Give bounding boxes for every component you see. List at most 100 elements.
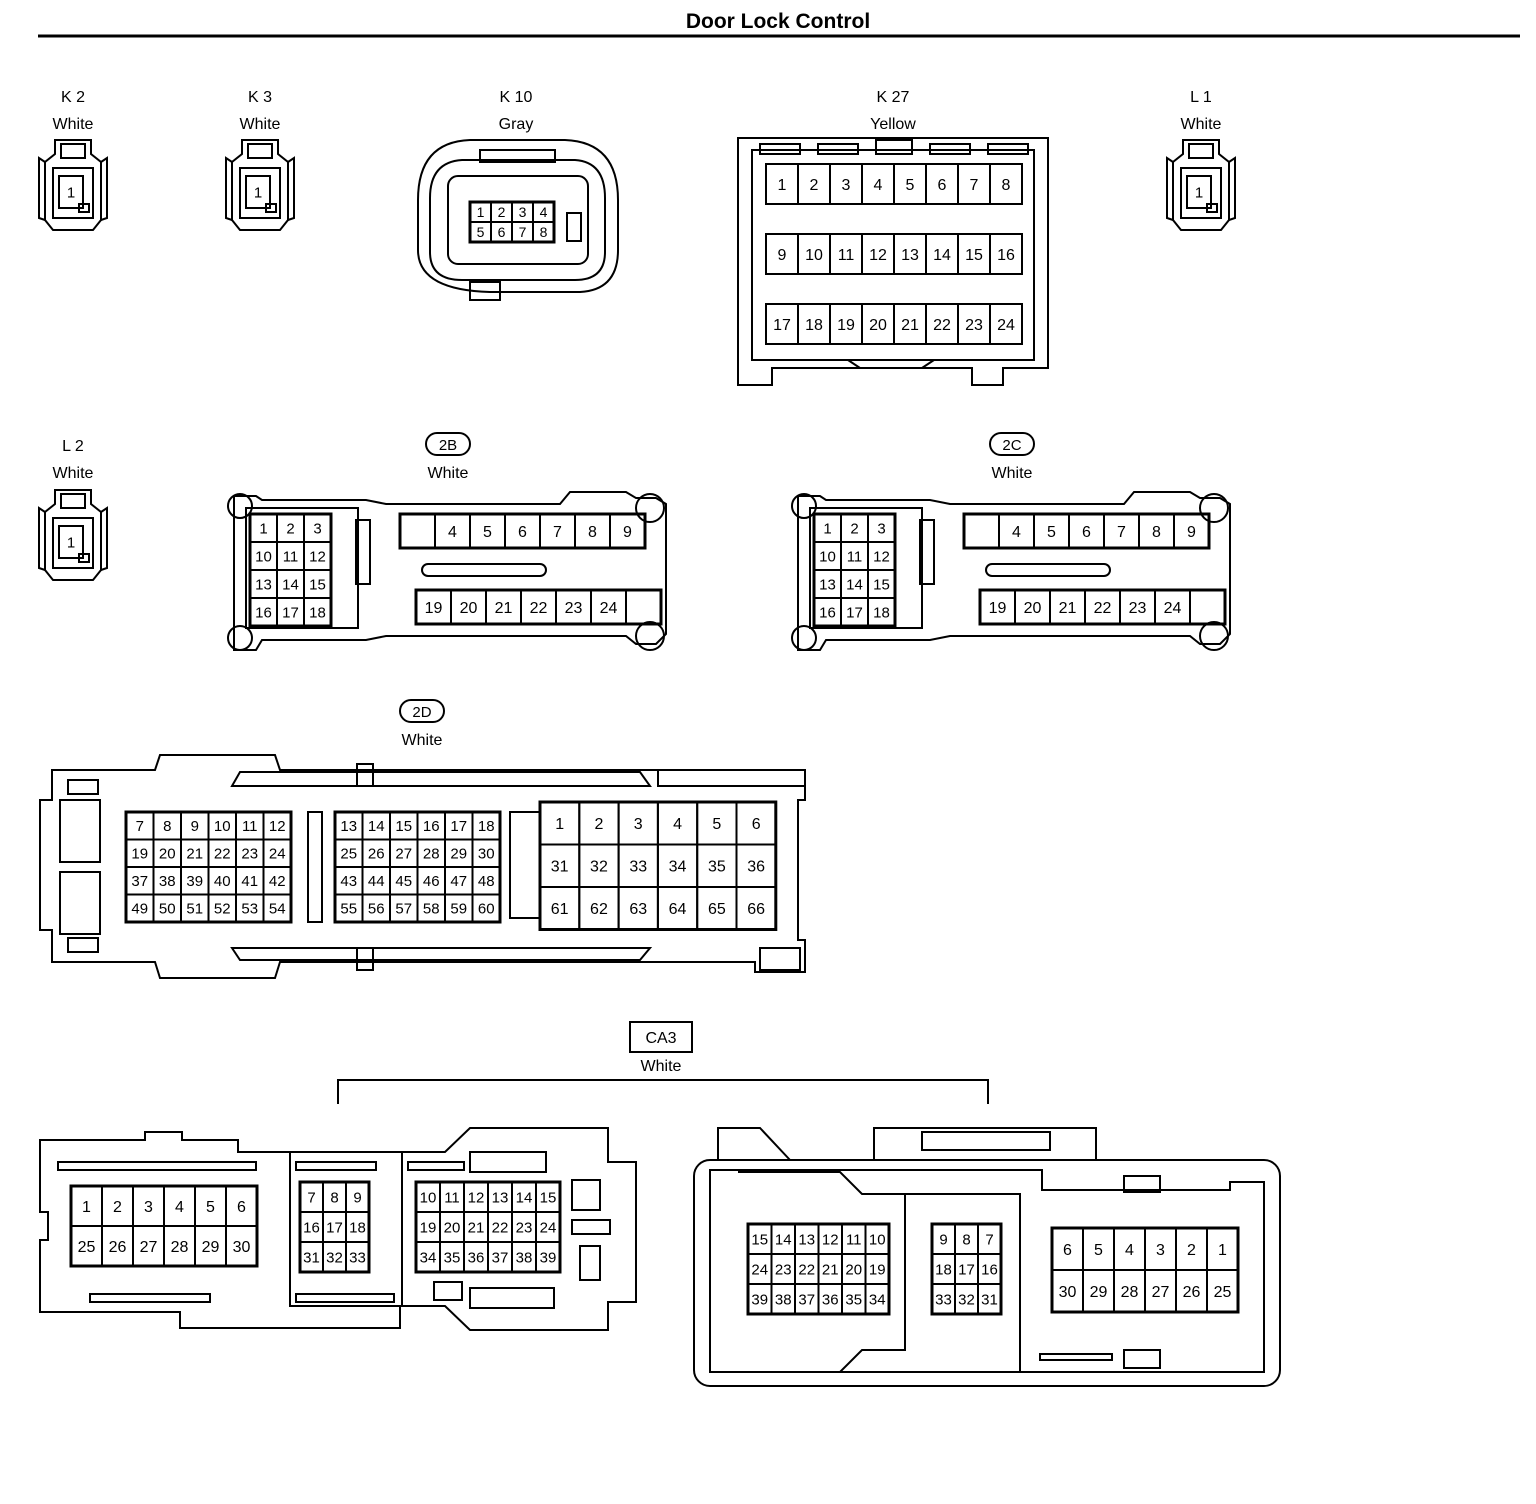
ca3-left-rail-bottom-2 — [295, 1293, 395, 1303]
k27-bottom-notch — [752, 359, 935, 369]
2d-c-pin-6: 6 — [752, 816, 761, 833]
ca3-left-side-key-3 — [579, 1245, 601, 1281]
2c-left-pin-16: 16 — [819, 604, 836, 621]
ca3-right-housing — [693, 1159, 1281, 1387]
ca3-left-c-pin-14: 14 — [516, 1189, 533, 1206]
2d-a-pin-19: 19 — [131, 846, 148, 863]
2d-right-key — [759, 947, 801, 971]
ca3-right-top-slot — [921, 1131, 1051, 1151]
k3-key — [265, 203, 277, 213]
2d-a-pin-41: 41 — [241, 873, 258, 890]
ca3-right-b-pin-31: 31 — [981, 1291, 998, 1308]
2b-left-top-boss — [227, 493, 253, 519]
ca3-left-b-grid-outline — [298, 1180, 371, 1274]
2d-b-pin-43: 43 — [340, 873, 357, 890]
2b-bottom-pin-23: 23 — [565, 600, 583, 617]
ca3-left-housing — [39, 1127, 637, 1331]
2c-top-pin-4: 4 — [1012, 524, 1021, 541]
2d-b-pin-47: 47 — [450, 873, 467, 890]
ca3-left-top-pad — [469, 1151, 547, 1173]
k2-key — [78, 203, 90, 213]
l1-pin-1: 1 — [1195, 184, 1203, 201]
l2-pin-1: 1 — [67, 534, 75, 551]
k27-top-lug-1 — [759, 143, 801, 155]
ca3-right-c-pin-2: 2 — [1187, 1242, 1196, 1259]
ca3-right-inner — [709, 1169, 1265, 1373]
ca3-left-b-pin-7: 7 — [307, 1189, 315, 1206]
2c-left-pin-2: 2 — [850, 520, 858, 537]
2d-c-pin-4: 4 — [673, 816, 682, 833]
2d-top-right-frame — [657, 769, 806, 787]
2d-b-pin-17: 17 — [450, 818, 467, 835]
ca3-left-b-pin-33: 33 — [349, 1249, 366, 1266]
k27-top-lug-3 — [875, 139, 913, 155]
ca3-left-b-pin-9: 9 — [353, 1189, 361, 1206]
ca3-left-a-pin-5: 5 — [206, 1199, 215, 1216]
ca3-right-top-key — [1123, 1175, 1161, 1193]
2b-left-pin-2: 2 — [286, 520, 294, 537]
2c-top-pin-9: 9 — [1187, 524, 1196, 541]
ca3-left-b-pin-17: 17 — [326, 1219, 343, 1236]
2b-latch — [355, 519, 371, 585]
ca3-left-rail-top-3 — [407, 1161, 465, 1171]
2d-c-pin-31: 31 — [551, 859, 569, 876]
2b-left-pin-10: 10 — [255, 548, 272, 565]
2c-left-pin-10: 10 — [819, 548, 836, 565]
ca3-right-c-pin-26: 26 — [1183, 1284, 1201, 1301]
2c-left-pin-11: 11 — [847, 548, 863, 565]
2b-left-pin-16: 16 — [255, 604, 272, 621]
ca3-right-a-pin-10: 10 — [869, 1231, 886, 1248]
2d-color: White — [402, 732, 443, 749]
k10-bottom-tab — [469, 281, 501, 301]
2d-label: 2D White — [399, 699, 445, 749]
ca3-right-b-pin-16: 16 — [981, 1261, 998, 1278]
l2-code: L 2 — [62, 438, 84, 455]
ca3-left-a-pin-30: 30 — [233, 1239, 251, 1256]
k2-label: K 2 White — [53, 89, 94, 133]
ca3-right-a-pin-19: 19 — [869, 1261, 886, 1278]
ca3-right-c-pin-3: 3 — [1156, 1242, 1165, 1259]
2c-bottom-pin-24: 24 — [1164, 600, 1182, 617]
2d-bottom-post — [356, 947, 374, 971]
k2-color: White — [53, 116, 94, 133]
ca3-right-c-pin-30: 30 — [1059, 1284, 1077, 1301]
2b-top-pin-5: 5 — [483, 524, 492, 541]
2b-color: White — [428, 465, 469, 482]
ca3-right-c-pin-27: 27 — [1152, 1284, 1170, 1301]
k10-pin-8: 8 — [540, 224, 548, 240]
2d-b-pin-58: 58 — [423, 901, 440, 918]
k27-code: K 27 — [877, 89, 910, 106]
2c-label: 2C White — [989, 432, 1035, 482]
ca3-left-rail-top-2 — [295, 1161, 377, 1171]
ca3-code: CA3 — [645, 1030, 676, 1047]
2b-code: 2B — [439, 437, 457, 454]
2d-b-pin-45: 45 — [395, 873, 412, 890]
ca3-left-a-pin-26: 26 — [109, 1239, 127, 1256]
ca3-left-rail-top — [57, 1161, 257, 1171]
2d-bottom-rail — [230, 947, 653, 961]
2c-left-pin-14: 14 — [846, 576, 863, 593]
l1-key — [1206, 203, 1218, 213]
ca3-left-c-pin-39: 39 — [540, 1249, 557, 1266]
2d-b-pin-29: 29 — [450, 846, 467, 863]
2d-b-pin-26: 26 — [368, 846, 385, 863]
2d-b-pin-13: 13 — [340, 818, 357, 835]
2b-left-pin-1: 1 — [259, 520, 267, 537]
k3-label: K 3 White — [240, 89, 281, 133]
k27-pin-6: 6 — [938, 177, 947, 194]
ca3-left-a-pin-29: 29 — [202, 1239, 220, 1256]
2d-b-pin-56: 56 — [368, 901, 385, 918]
2d-c-pin-1: 1 — [555, 816, 564, 833]
ca3-right-a-pin-23: 23 — [775, 1261, 792, 1278]
2d-b-pin-25: 25 — [340, 846, 357, 863]
ca3-left-a-pin-2: 2 — [113, 1199, 122, 1216]
2d-b-pin-59: 59 — [450, 901, 467, 918]
diagram-title: Door Lock Control — [686, 10, 870, 33]
2c-left-top-boss — [791, 493, 817, 519]
2d-housing — [39, 754, 806, 979]
ca3-right-bottom-rail — [1039, 1353, 1113, 1361]
2b-left-pin-11: 11 — [283, 548, 299, 565]
